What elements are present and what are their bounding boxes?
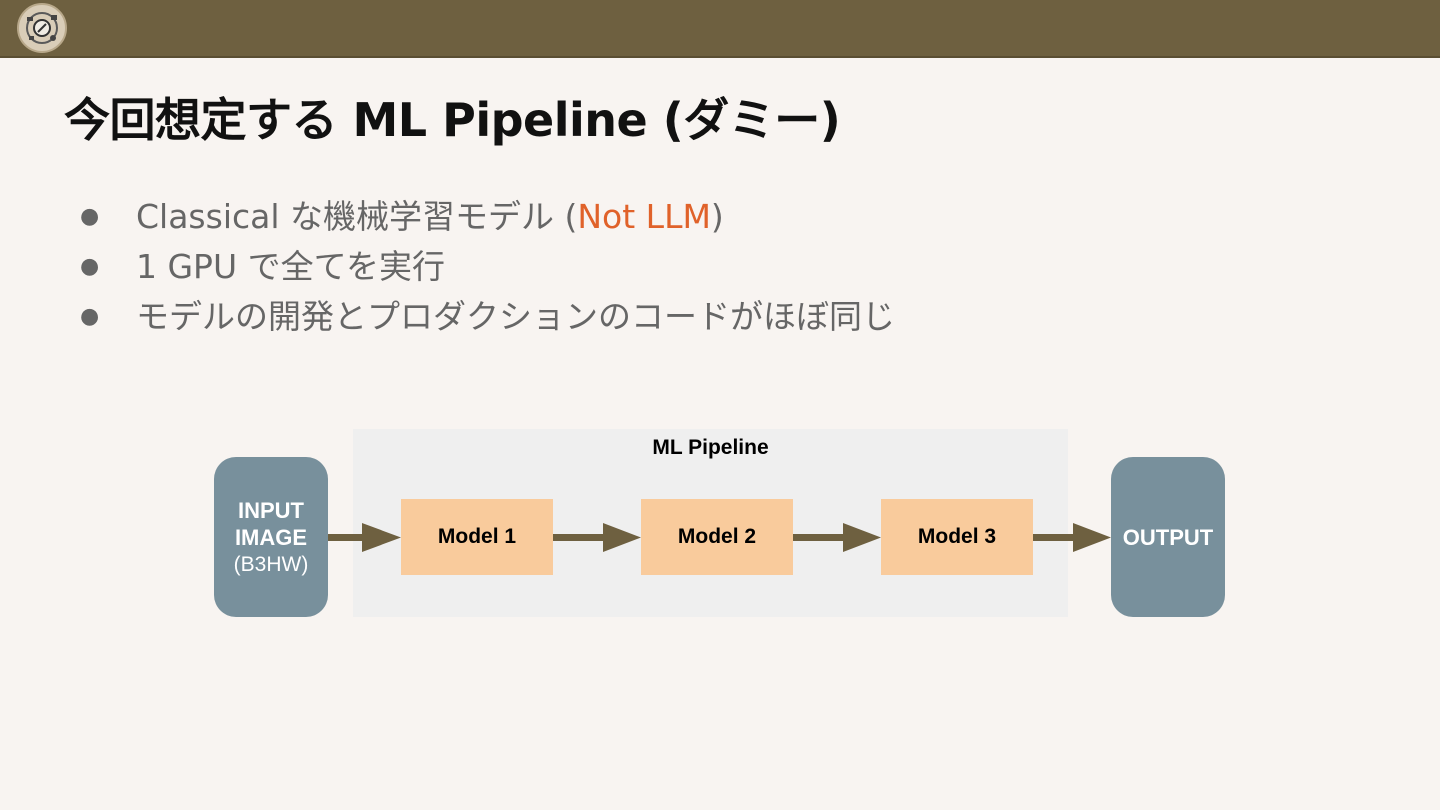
bullet-icon: ● <box>80 204 100 229</box>
bullet-list: ● Classical な機械学習モデル (Not LLM) ● 1 GPU で… <box>80 192 895 342</box>
pipeline-group-label: ML Pipeline <box>652 436 769 459</box>
bullet-icon: ● <box>80 254 100 279</box>
bullet-icon: ● <box>80 304 100 329</box>
input-image-box: INPUT IMAGE (B3HW) <box>214 457 328 617</box>
arrow-input-to-model1 <box>328 523 401 552</box>
arrow-model2-to-model3 <box>793 523 881 552</box>
header-bar <box>0 0 1440 58</box>
bullet-text-tail: ) <box>710 197 724 236</box>
model-2-box: Model 2 <box>641 499 793 575</box>
bullet-item: ● モデルの開発とプロダクションのコードがほぼ同じ <box>80 292 895 342</box>
bullet-item: ● Classical な機械学習モデル (Not LLM) <box>80 192 895 242</box>
input-label-line1: INPUT <box>238 497 304 523</box>
arrow-model3-to-output <box>1033 523 1111 552</box>
bullet-text: 1 GPU で全てを実行 <box>136 247 445 286</box>
gear-compass-logo-icon <box>17 3 67 53</box>
output-label: OUTPUT <box>1122 524 1214 550</box>
bullet-text: Classical な機械学習モデル ( <box>136 197 578 236</box>
input-label-line2: IMAGE <box>234 524 308 550</box>
bullet-text: モデルの開発とプロダクションのコードがほぼ同じ <box>136 297 895 336</box>
model-3-box: Model 3 <box>881 499 1033 575</box>
page-title: 今回想定する ML Pipeline (ダミー) <box>64 93 841 147</box>
input-label-line3: (B3HW) <box>233 552 309 576</box>
output-box: OUTPUT <box>1111 457 1225 617</box>
bullet-accent-text: Not LLM <box>577 197 711 236</box>
arrow-model1-to-model2 <box>553 523 641 552</box>
model-1-box: Model 1 <box>401 499 553 575</box>
bullet-item: ● 1 GPU で全てを実行 <box>80 242 895 292</box>
